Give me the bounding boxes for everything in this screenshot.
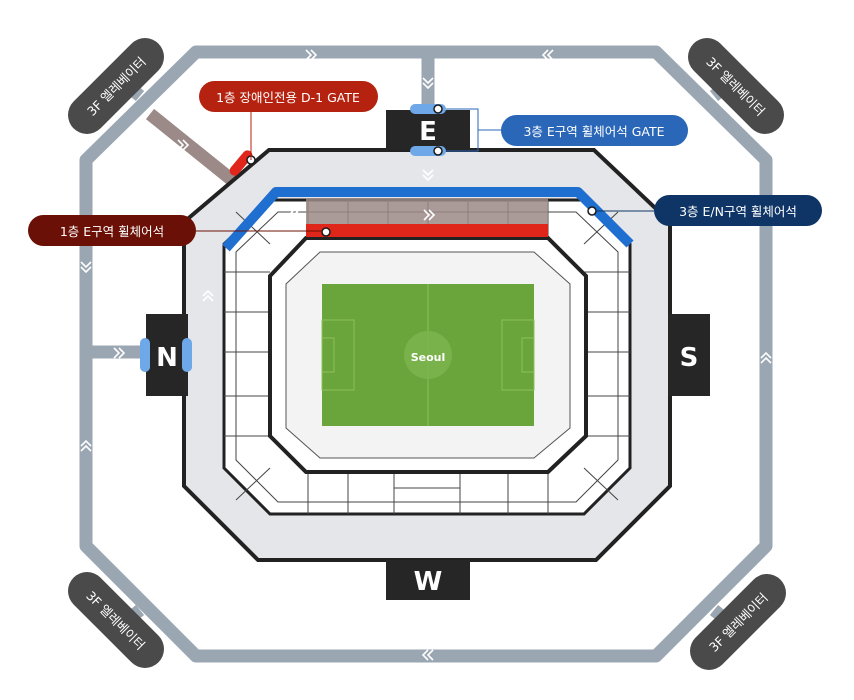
accessible-door-marker bbox=[229, 150, 253, 176]
gate-east-label: E bbox=[419, 117, 437, 147]
location-pin-icon bbox=[246, 104, 597, 237]
svg-text:1층 E구역 휠체어석: 1층 E구역 휠체어석 bbox=[60, 224, 164, 239]
gate-south-label: S bbox=[680, 343, 699, 373]
chevron-right-double-icon bbox=[287, 205, 300, 217]
chevron-up-double-icon bbox=[760, 351, 772, 364]
seoul-logo: Seoul bbox=[411, 351, 446, 364]
gate-north[interactable]: N bbox=[146, 314, 188, 396]
chevron-up-double-icon bbox=[202, 289, 214, 302]
chevron-down-double-icon bbox=[422, 169, 434, 182]
gate-west-label: W bbox=[414, 567, 443, 597]
svg-text:3층 E구역 휠체어석 GATE: 3층 E구역 휠체어석 GATE bbox=[523, 124, 664, 139]
chevron-right-double-icon bbox=[113, 347, 126, 359]
chevron-right-double-icon bbox=[177, 139, 190, 151]
elevator-badge-top-right[interactable]: 3F 엘레베이터 bbox=[680, 30, 792, 142]
chevron-up-double-icon bbox=[80, 439, 92, 452]
svg-text:3층 E/N구역 휠체어석: 3층 E/N구역 휠체어석 bbox=[679, 204, 797, 219]
callout-third-floor-gate: 3층 E구역 휠체어석 GATE bbox=[501, 115, 688, 146]
svg-text:1층 장애인전용 D-1 GATE: 1층 장애인전용 D-1 GATE bbox=[216, 90, 360, 105]
chevron-down-double-icon bbox=[422, 77, 434, 90]
callout-third-floor-seats: 3층 E/N구역 휠체어석 bbox=[654, 195, 822, 226]
chevron-down-double-icon bbox=[80, 261, 92, 274]
chevron-right-double-icon bbox=[305, 49, 318, 61]
chevron-right-double-icon bbox=[423, 209, 436, 221]
callout-connectors bbox=[196, 108, 654, 232]
callout-accessible-gate: 1층 장애인전용 D-1 GATE bbox=[199, 81, 378, 112]
callout-first-floor-seats: 1층 E구역 휠체어석 bbox=[28, 215, 196, 246]
logo-badge-icon bbox=[404, 331, 452, 379]
gate-west[interactable]: W bbox=[386, 560, 470, 600]
first-floor-wheelchair-strip bbox=[306, 224, 548, 237]
pitch: Seoul bbox=[321, 284, 535, 426]
third-floor-wheelchair-band bbox=[222, 187, 634, 252]
chevron-left-double-icon bbox=[541, 49, 554, 61]
direction-arrows bbox=[80, 49, 772, 661]
gate-east[interactable]: E bbox=[386, 110, 470, 150]
gate-south[interactable]: S bbox=[668, 314, 710, 396]
chevron-left-double-icon bbox=[421, 649, 434, 661]
gate-north-label: N bbox=[156, 343, 178, 373]
